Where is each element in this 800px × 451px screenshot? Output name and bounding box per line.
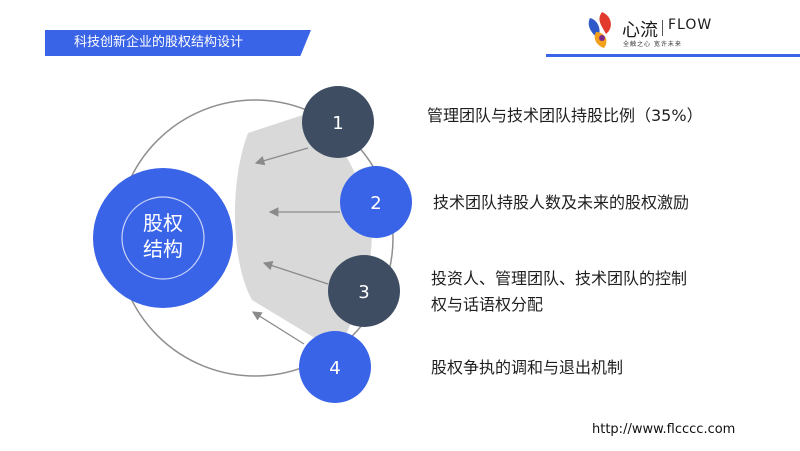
node-3-circle xyxy=(328,255,400,327)
center-circle xyxy=(93,168,233,308)
center-inner-ring xyxy=(121,196,205,280)
arrow-3 xyxy=(262,261,329,285)
node-1-circle xyxy=(302,86,374,158)
footer-url: http://www.flcccc.com xyxy=(592,422,736,437)
node-1-number: 1 xyxy=(332,113,343,134)
node-3-text-line2: 权与话语权分配 xyxy=(431,295,544,314)
logo-name-en: FLOW xyxy=(668,17,713,33)
arrow-4 xyxy=(251,311,305,345)
logo-slogan: 全触之心 宽许未来 xyxy=(623,41,682,48)
center-label-line2: 结构 xyxy=(143,237,183,261)
node-4-number: 4 xyxy=(329,358,340,379)
logo-name-cn: 心流 xyxy=(622,20,658,41)
flow-logo-icon xyxy=(588,12,611,48)
logo-separator xyxy=(662,20,663,36)
node-2-circle xyxy=(340,166,412,238)
center-label-line1: 股权 xyxy=(143,211,183,235)
node-2-text: 技术团队持股人数及未来的股权激励 xyxy=(433,193,690,212)
header-divider xyxy=(546,54,800,57)
arrow-1 xyxy=(254,147,309,166)
node-2-number: 2 xyxy=(370,193,381,214)
node-3-number: 3 xyxy=(358,282,369,303)
node-4-circle xyxy=(299,331,371,403)
title-banner xyxy=(45,30,311,56)
node-4-text: 股权争执的调和与退出机制 xyxy=(431,358,624,377)
node-3-text-line1: 投资人、管理团队、技术团队的控制 xyxy=(431,269,688,288)
node-1-text: 管理团队与技术团队持股比例（35%） xyxy=(427,106,703,125)
page-title: 科技创新企业的股权结构设计 xyxy=(74,35,244,50)
